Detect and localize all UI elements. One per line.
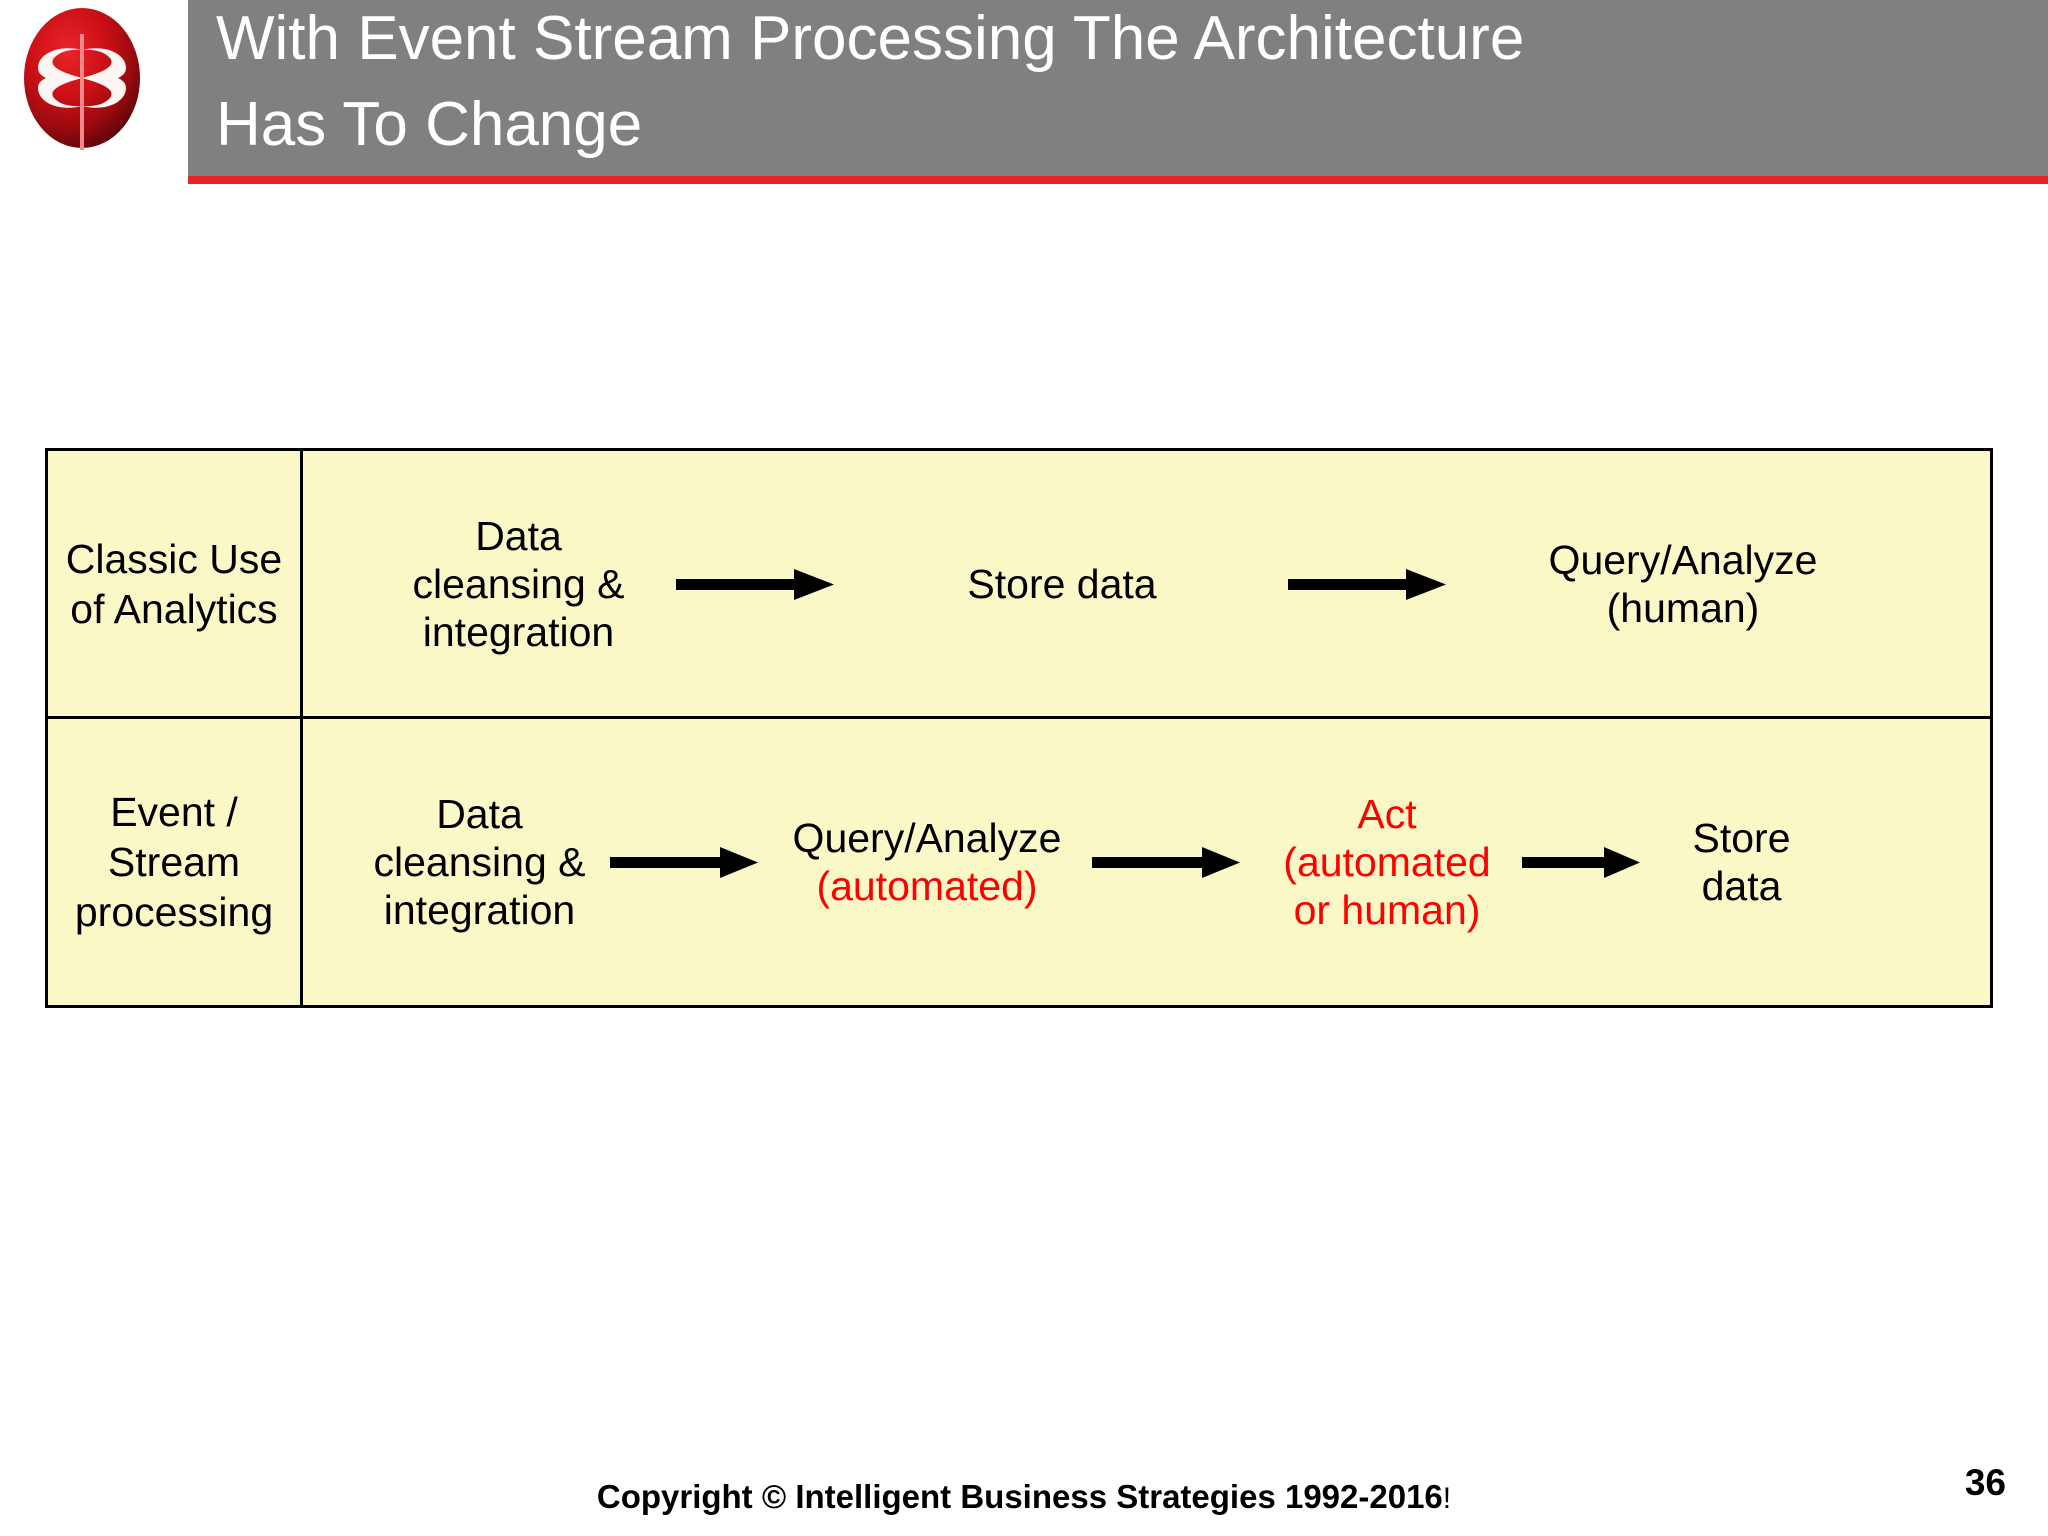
flow-classic-analytics: Data cleansing & integration Store data … [303, 451, 1990, 716]
logo-icon [24, 8, 140, 150]
flow-event-stream-processing: Data cleansing & integration Query/Analy… [303, 719, 1990, 1005]
arrow-right-icon [1288, 567, 1448, 601]
header-bar: With Event Stream Processing The Archite… [188, 0, 2048, 176]
page-number: 36 [1964, 1462, 2006, 1503]
stage-note-label: (automated or human) [1283, 839, 1491, 933]
stage-data-cleansing-integration: Data cleansing & integration [412, 512, 625, 655]
arrow-right-icon [610, 845, 760, 879]
row-label-classic-analytics: Classic Use of Analytics [48, 451, 303, 716]
table-row: Classic Use of Analytics Data cleansing … [48, 451, 1990, 719]
row-label-event-stream-processing: Event / Stream processing [48, 719, 303, 1005]
header-accent-rule [188, 176, 2048, 184]
arrow-right-icon [676, 567, 836, 601]
table-row: Event / Stream processing Data cleansing… [48, 719, 1990, 1005]
architecture-comparison-table: Classic Use of Analytics Data cleansing … [45, 448, 1993, 1008]
stage-store-data: Store data [967, 560, 1157, 607]
arrow-right-icon [1522, 845, 1642, 879]
stage-query-analyze-automated: Query/Analyze (automated) [782, 766, 1072, 958]
stage-main-label: Act [1357, 791, 1417, 837]
stage-note-label: (automated) [816, 863, 1038, 909]
stage-store-data: Store data [1692, 815, 1791, 909]
stage-act-automated-or-human: Act (automated or human) [1262, 742, 1512, 982]
company-logo [18, 4, 146, 152]
copyright-text: Copyright © Intelligent Business Strateg… [596, 1478, 1443, 1515]
arrow-right-icon [1092, 845, 1242, 879]
copyright-suffix: ! [1442, 1482, 1452, 1515]
page-title: With Event Stream Processing The Archite… [216, 4, 1525, 159]
stage-query-analyze-human: Query/Analyze (human) [1548, 536, 1818, 631]
stage-data-cleansing-integration: Data cleansing & integration [373, 791, 586, 933]
copyright-notice: Copyright © Intelligent Business Strateg… [0, 1478, 2048, 1516]
stage-main-label: Query/Analyze [792, 815, 1062, 861]
